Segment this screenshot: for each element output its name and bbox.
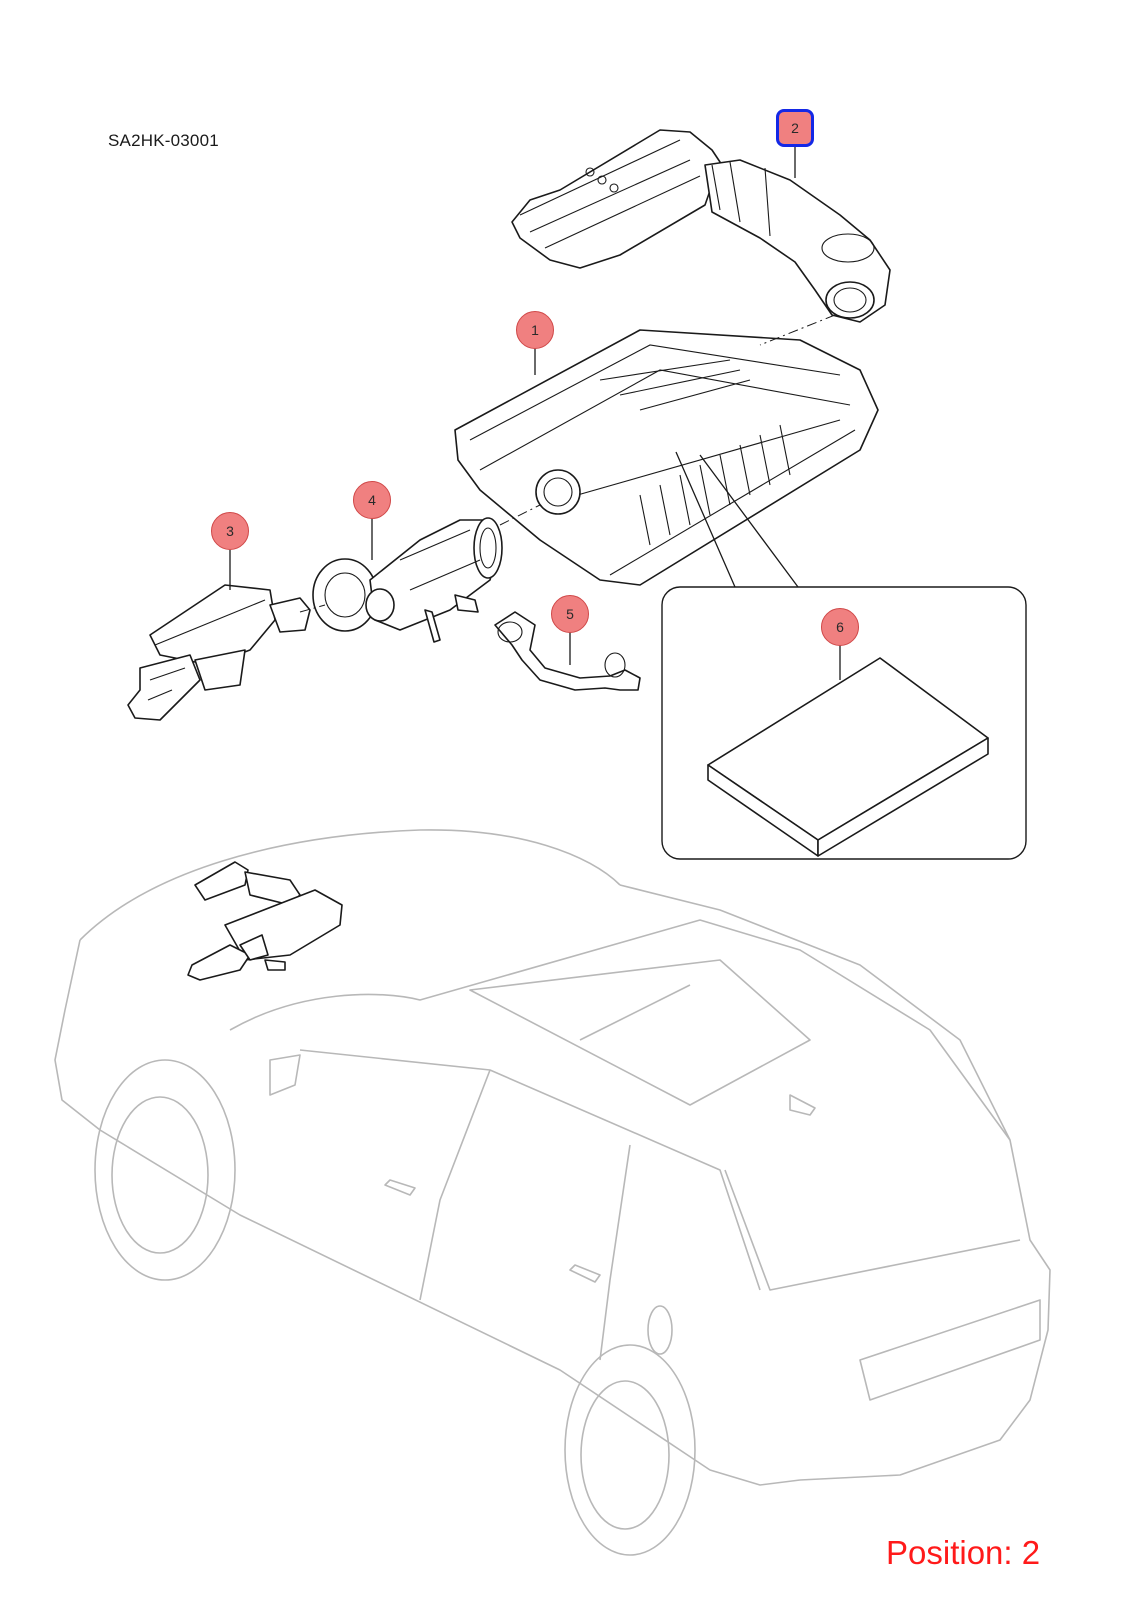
assembly-line-throttle [499,504,541,526]
part-3-resonator[interactable] [127,584,311,721]
assembly-line-resonator [299,604,326,613]
assembly-line-duct [759,314,836,346]
part-5-breather-hose[interactable] [494,611,641,691]
detail-frame-pointer [675,451,799,588]
part-1-air-filter-housing[interactable] [454,329,879,586]
part-4-intake-assembly[interactable] [312,517,503,643]
vehicle-intake-location [187,861,343,981]
part-6-filter-element[interactable] [707,657,989,857]
callout-5[interactable]: 5 [551,595,589,633]
part-2-intake-duct[interactable] [511,129,891,323]
vehicle-outline [54,829,1051,1556]
callout-1[interactable]: 1 [516,311,554,349]
callout-6[interactable]: 6 [821,608,859,646]
position-readout: Position: 2 [886,1534,1041,1571]
drawing-code-label: SA2HK-03001 [108,131,219,150]
callout-4[interactable]: 4 [353,481,391,519]
callout-3[interactable]: 3 [211,512,249,550]
callout-2-selected[interactable]: 2 [776,109,814,147]
